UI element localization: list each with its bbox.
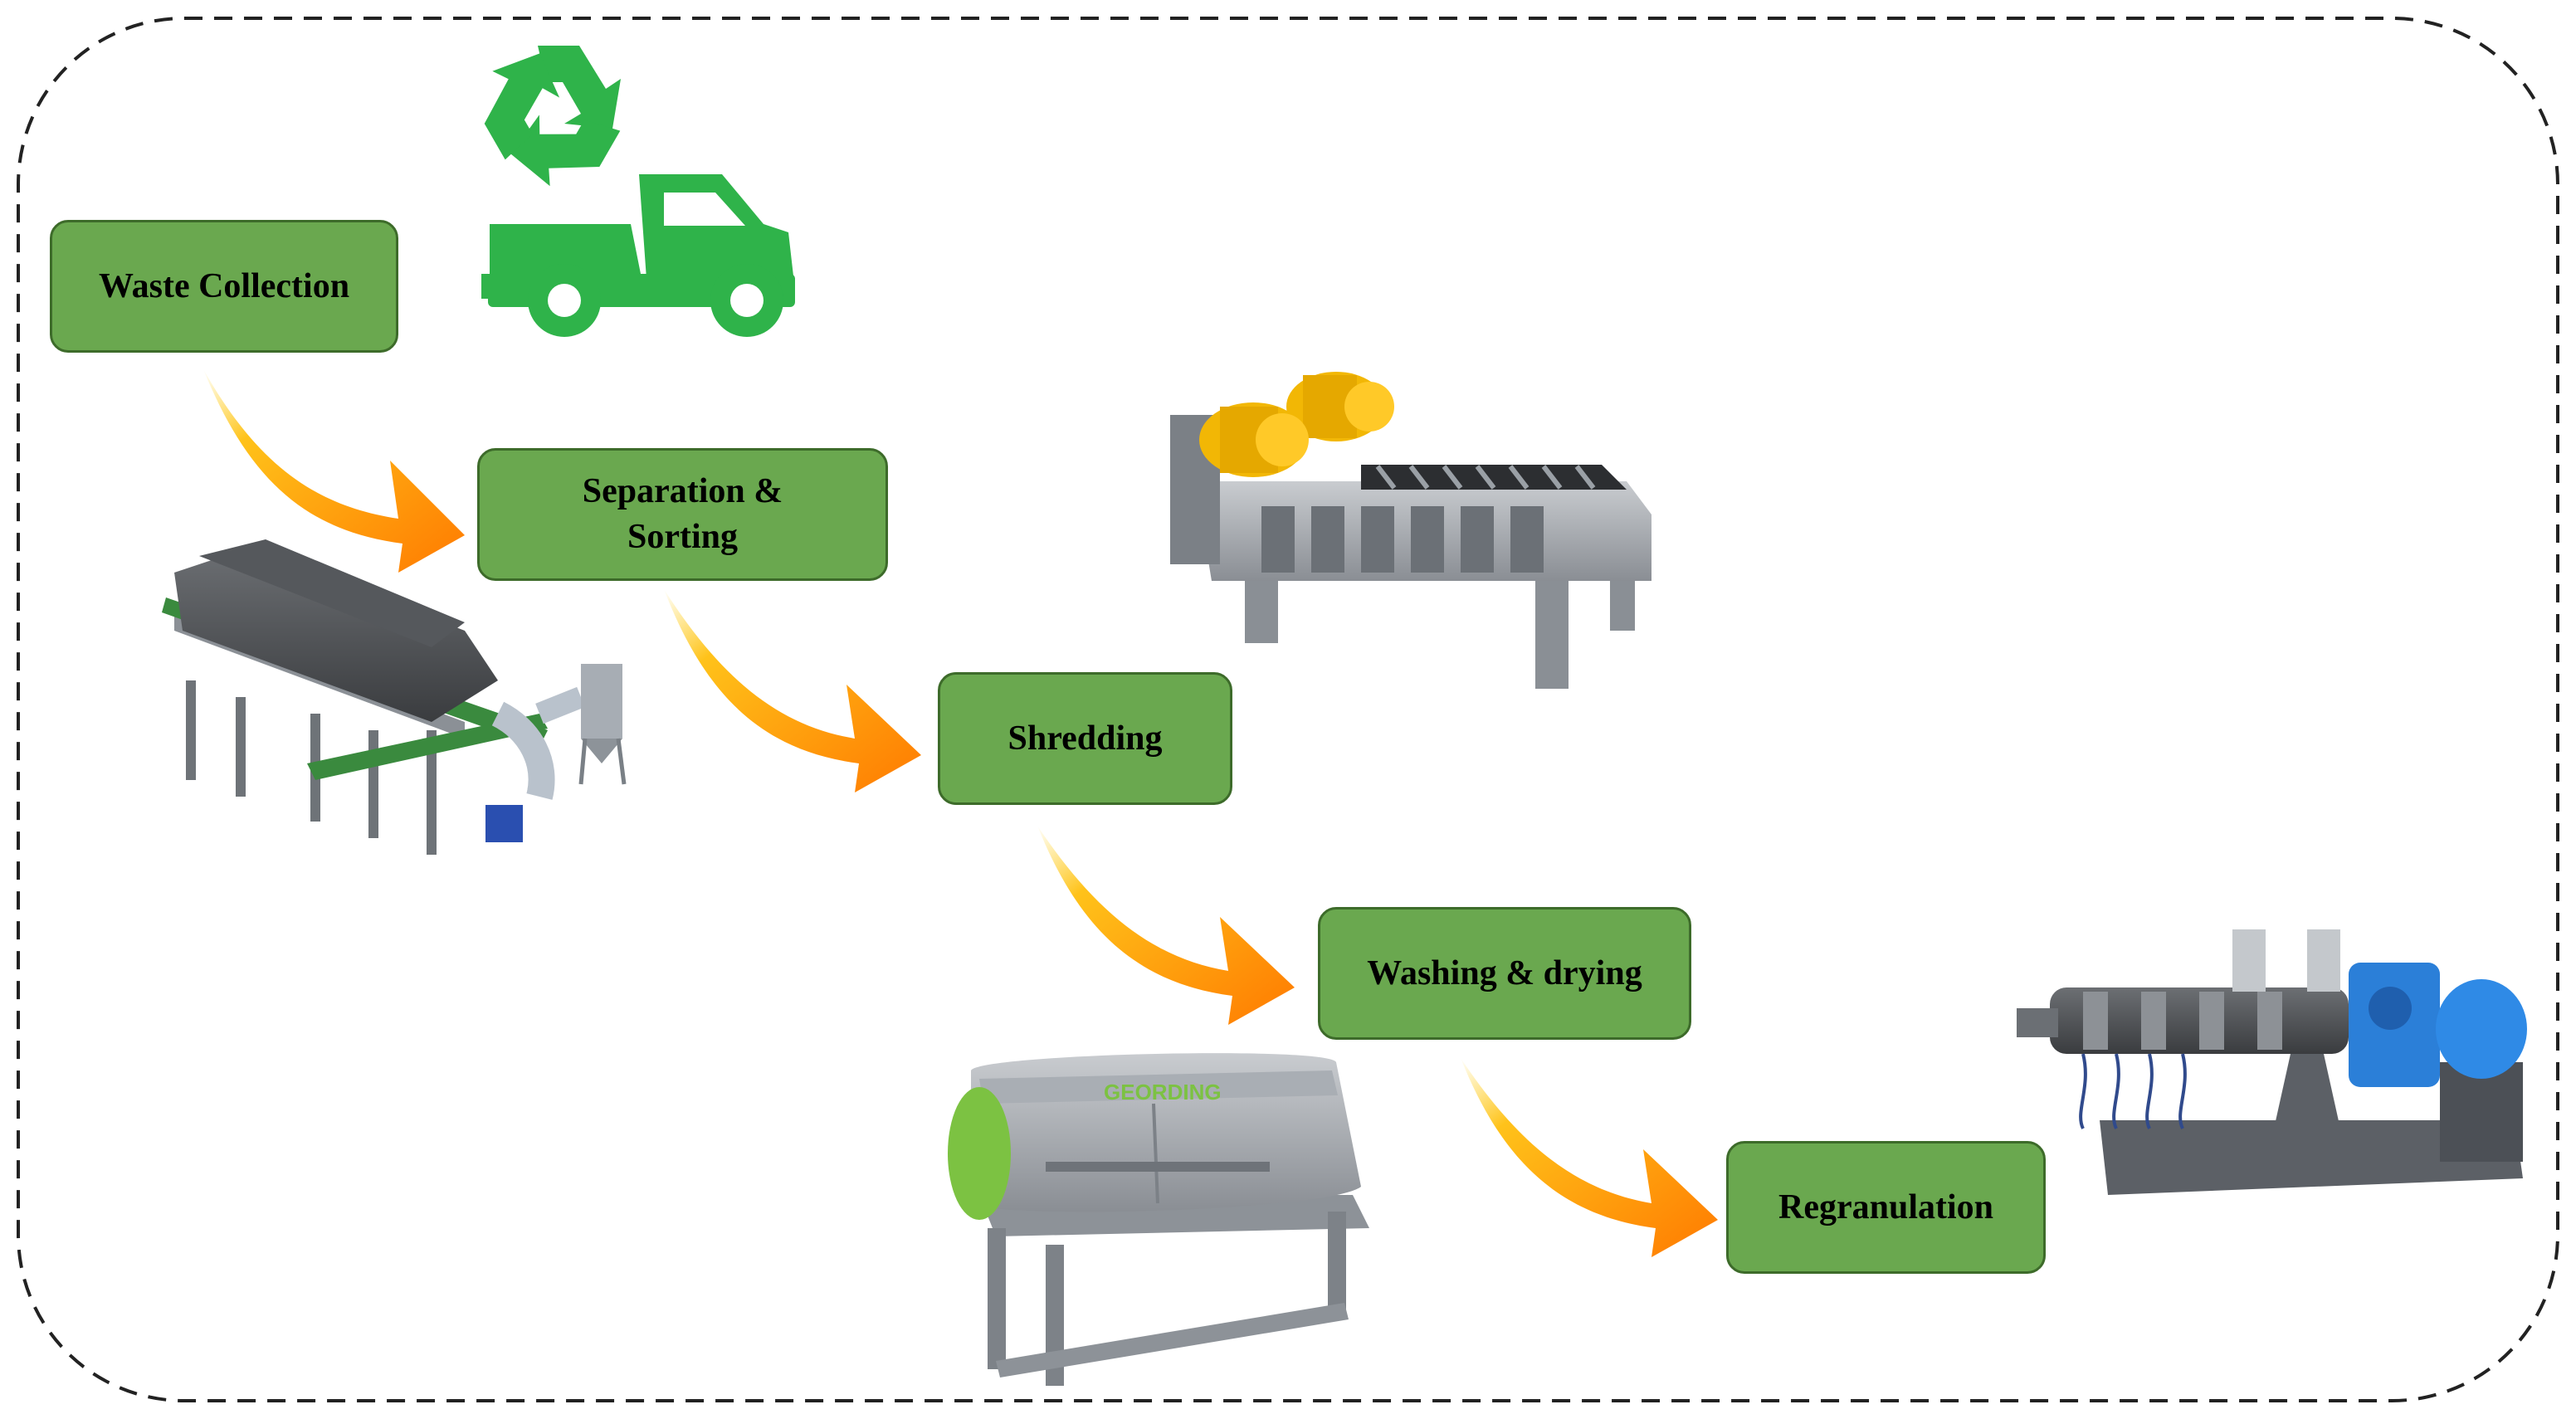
- shredder-machine-icon: [1170, 372, 1651, 689]
- step-label: Waste Collection: [98, 266, 350, 305]
- arrow-washing-to-regranulation: [1461, 1058, 1718, 1257]
- step-label: Washing & drying: [1367, 953, 1642, 992]
- step-label: Separation & Sorting: [582, 472, 783, 556]
- step-regranulation: Regranulation: [1726, 1141, 2046, 1274]
- extruder-machine-icon: [2017, 929, 2527, 1195]
- step-shredding: Shredding: [938, 672, 1232, 805]
- washer-brand-label: GEORDING: [1104, 1080, 1222, 1104]
- arrow-shredding-to-washing: [1037, 826, 1295, 1025]
- arrow-collection-to-sorting: [203, 369, 465, 573]
- step-label: Shredding: [1007, 719, 1163, 758]
- step-separation-sorting: Separation & Sorting: [477, 448, 888, 581]
- recycle-truck-icon: [481, 46, 795, 337]
- sorting-machine-icon: [162, 539, 627, 855]
- step-washing-drying: Washing & drying: [1318, 907, 1691, 1040]
- arrow-sorting-to-shredding: [664, 589, 921, 792]
- washing-machine-icon: GEORDING: [948, 1053, 1369, 1386]
- step-label: Regranulation: [1778, 1187, 1993, 1226]
- step-waste-collection: Waste Collection: [50, 220, 398, 353]
- dashed-border: [17, 17, 2559, 1402]
